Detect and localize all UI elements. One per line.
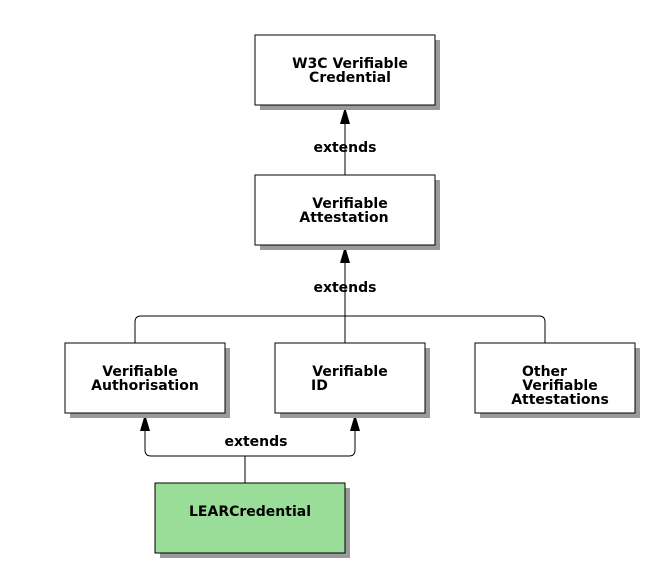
arrowhead-icon: [340, 107, 350, 124]
edge-children-to-attestation: extends: [134, 246, 546, 344]
node-label-line: Verifiable: [102, 364, 177, 380]
node-label-line: LEARCredential: [189, 504, 311, 520]
node-label-line: Verifiable: [312, 196, 387, 212]
node-other-verifiable-attestations: Other Verifiable Attestations: [474, 342, 640, 418]
arrowhead-icon: [140, 414, 150, 431]
node-label-line: Verifiable: [522, 378, 597, 394]
arrowhead-icon: [340, 246, 350, 263]
edge-label-extends-3: extends: [224, 434, 287, 450]
edge-lear-to-parents: extends: [140, 414, 360, 484]
node-label-line: Other: [522, 364, 567, 380]
node-label-line: ID: [311, 378, 328, 394]
node-verifiable-authorisation: Verifiable Authorisation: [64, 342, 230, 418]
edge-label-extends-1: extends: [313, 140, 376, 156]
node-lear-credential: LEARCredential: [154, 482, 350, 558]
node-label-line: W3C Verifiable: [292, 56, 408, 72]
node-label-line: Attestations: [511, 392, 609, 408]
node-verifiable-id: Verifiable ID: [274, 342, 430, 418]
arrowhead-icon: [350, 414, 360, 431]
node-verifiable-attestation: Verifiable Attestation: [254, 174, 440, 250]
edge-attestation-to-w3c: extends: [313, 107, 377, 176]
node-label-line: Credential: [309, 70, 391, 86]
edge-label-extends-2: extends: [313, 280, 376, 296]
node-w3c-verifiable-credential: W3C Verifiable Credential: [254, 34, 440, 110]
node-label-line: Verifiable: [312, 364, 387, 380]
node-label-line: Authorisation: [91, 378, 199, 394]
node-label-line: Attestation: [299, 210, 388, 226]
